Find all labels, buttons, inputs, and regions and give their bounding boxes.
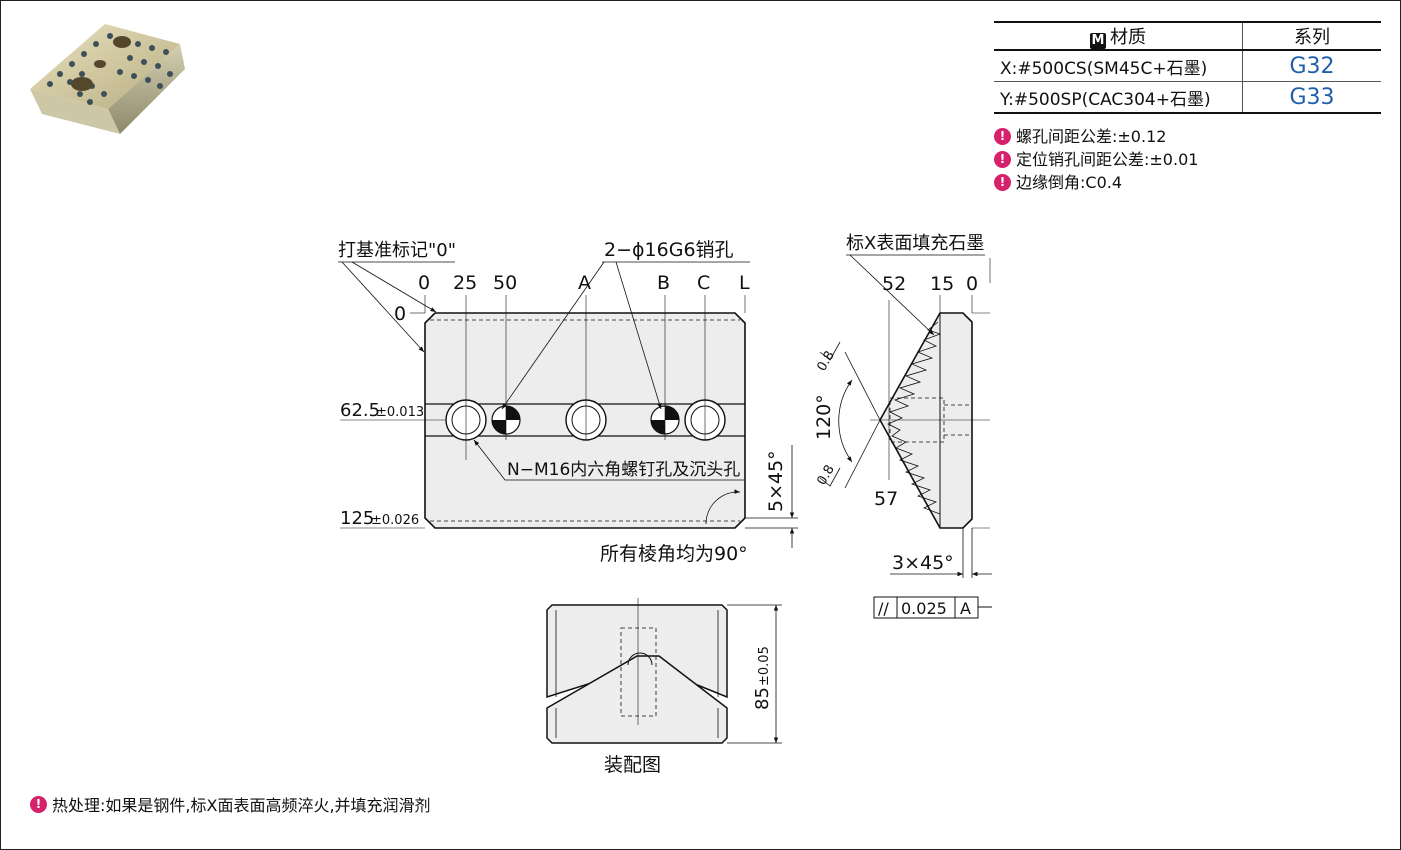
side-view-labels: 标X表面填充石墨 52 15 0 120° 0.8 0.8 57 3×45° /… — [813, 233, 984, 618]
assembly-view — [546, 598, 782, 744]
note-item: !定位销孔间距公差:±0.01 — [994, 148, 1198, 171]
front-view — [338, 261, 798, 548]
height-dim-label: 85 — [752, 687, 773, 710]
assembly-view-labels: 85 ±0.05 装配图 — [604, 646, 773, 776]
series-cell: G32 — [1242, 50, 1381, 82]
dim-label: 57 — [874, 488, 898, 510]
tolerance-frame — [873, 596, 992, 619]
assembly-title: 装配图 — [604, 754, 661, 776]
dim-label: 0 — [418, 272, 430, 294]
material-cell: X:#500CS(SM45C+石墨) — [994, 50, 1243, 82]
material-cell: Y:#500SP(CAC304+石墨) — [994, 81, 1243, 114]
angle-label: 120° — [813, 394, 835, 440]
bulb-icon: ! — [994, 151, 1011, 168]
spec-table-row: Y:#500SP(CAC304+石墨) G33 — [994, 81, 1381, 114]
dim-label: B — [657, 272, 670, 294]
bulb-icon: ! — [994, 174, 1011, 191]
dim-label: 15 — [930, 273, 954, 295]
datum-mark-label: 打基准标记"0" — [338, 240, 456, 261]
parallelism-symbol: // — [878, 599, 889, 618]
product-photo — [30, 24, 185, 134]
note-item: !边缘倒角:C0.4 — [994, 171, 1198, 194]
corner-note: 所有棱角均为90° — [600, 543, 748, 565]
dim-label: 125 — [340, 508, 374, 529]
material-icon: M — [1090, 33, 1106, 49]
tolerance-label: ±0.026 — [371, 513, 419, 528]
dim-label: 0 — [394, 303, 406, 325]
bulb-icon: ! — [30, 795, 47, 813]
dim-label: 0 — [966, 273, 978, 295]
dim-label: L — [739, 272, 750, 294]
screw-hole-label: N−M16内六角螺钉孔及沉头孔 — [507, 460, 740, 480]
dim-label: C — [697, 272, 710, 294]
surface-label: 标X表面填充石墨 — [846, 233, 984, 254]
pin-hole-label: 2−ϕ16G6销孔 — [604, 239, 734, 261]
front-view-labels: 打基准标记"0" 2−ϕ16G6销孔 0 25 50 A B C L 0 62.… — [338, 239, 787, 565]
dim-label: 50 — [493, 272, 517, 294]
chamfer-label: 3×45° — [892, 552, 954, 574]
dim-label: 25 — [453, 272, 477, 294]
dim-label: 62.5 — [340, 400, 380, 421]
series-cell: G33 — [1242, 81, 1381, 114]
note-item: !螺孔间距公差:±0.12 — [994, 125, 1198, 148]
series-header: 系列 — [1242, 21, 1381, 51]
roughness-label: 0.8 — [814, 463, 837, 488]
bulb-icon: ! — [994, 128, 1011, 145]
spec-table-row: X:#500CS(SM45C+石墨) G32 — [994, 50, 1381, 82]
lower-block — [546, 655, 728, 744]
datum-label: A — [960, 599, 971, 618]
heat-treatment-note: ! 热处理:如果是钢件,标X面表面高频淬火,并填充润滑剂 — [30, 792, 431, 816]
chamfer-label: 5×45° — [765, 450, 787, 512]
dim-label: A — [578, 272, 591, 294]
notes-list: !螺孔间距公差:±0.12 !定位销孔间距公差:±0.01 !边缘倒角:C0.4 — [994, 125, 1198, 194]
height-tolerance-label: ±0.05 — [757, 646, 772, 686]
tolerance-label: ±0.013 — [376, 405, 424, 420]
dim-label: 52 — [882, 273, 906, 295]
side-view — [819, 254, 992, 619]
graphite-hatch — [887, 321, 942, 515]
tolerance-value: 0.025 — [901, 599, 947, 618]
